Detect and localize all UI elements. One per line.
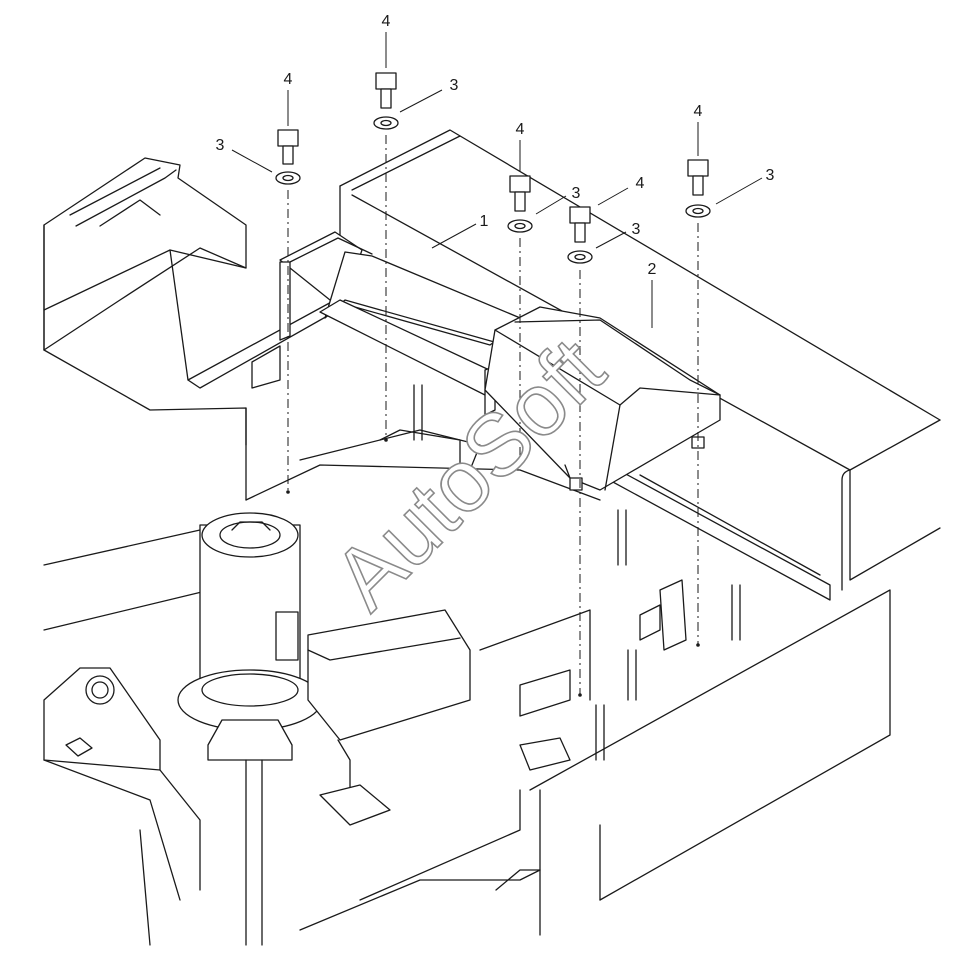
- bolt-5: [687, 159, 709, 196]
- machine-frame: [43, 129, 941, 946]
- callout-3: 3: [216, 137, 225, 154]
- washer-4: [567, 250, 593, 264]
- washer-2: [373, 116, 399, 130]
- callout-3: 3: [450, 77, 459, 94]
- callout-4: 4: [694, 103, 703, 120]
- bolts-and-washers: [275, 72, 711, 264]
- assembly-axes: [286, 135, 700, 697]
- callout-3: 3: [632, 221, 641, 238]
- callout-2: 2: [648, 261, 657, 278]
- callout-4: 4: [636, 175, 645, 192]
- callout-4: 4: [382, 13, 391, 30]
- part-2-right-cover: [484, 306, 721, 491]
- leader-lines: [231, 32, 763, 328]
- bolt-2: [375, 72, 397, 109]
- washer-3: [507, 219, 533, 233]
- callout-labels: 4 4 4 4 4 3 3 3 3 3 1 2: [216, 13, 775, 278]
- callout-1: 1: [480, 213, 489, 230]
- callout-4: 4: [516, 121, 525, 138]
- callout-3: 3: [572, 185, 581, 202]
- washer-1: [275, 171, 301, 185]
- bolt-1: [277, 129, 299, 165]
- bolt-4: [569, 206, 591, 243]
- bolt-3: [509, 175, 531, 212]
- callout-3: 3: [766, 167, 775, 184]
- washer-5: [685, 204, 711, 218]
- callout-4: 4: [284, 71, 293, 88]
- part-1-left-cover: [279, 231, 526, 416]
